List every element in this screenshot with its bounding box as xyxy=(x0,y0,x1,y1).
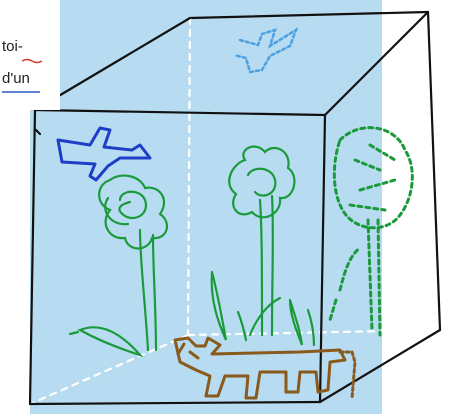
cube-back-right xyxy=(428,12,440,330)
text-snippet: toi- d'un xyxy=(0,0,60,110)
red-underline xyxy=(22,58,42,64)
text-line-1: toi- xyxy=(2,38,23,55)
blue-underline xyxy=(2,90,40,94)
text-line-2: d'un xyxy=(2,70,30,87)
